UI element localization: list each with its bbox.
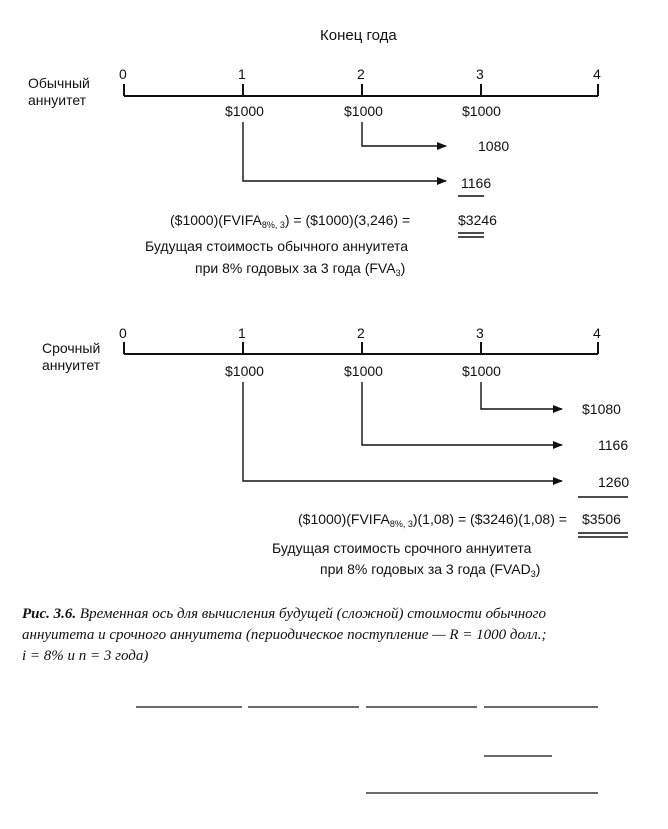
due-tick-label: 2 bbox=[357, 325, 365, 341]
figure-caption-line2: аннуитета и срочного аннуитета (периодич… bbox=[22, 627, 547, 643]
due-total: $3506 bbox=[582, 511, 621, 527]
ordinary-arrow-1 bbox=[242, 122, 447, 185]
ordinary-result: 1166 bbox=[461, 175, 492, 191]
ordinary-payment: $1000 bbox=[225, 103, 264, 119]
ordinary-tick-label: 1 bbox=[238, 66, 246, 82]
due-tick-label: 1 bbox=[238, 325, 246, 341]
due-payment: $1000 bbox=[225, 363, 264, 379]
ordinary-desc-line2: при 8% годовых за 3 года (FVA3) bbox=[195, 260, 406, 278]
ordinary-payment: $1000 bbox=[344, 103, 383, 119]
ordinary-tick-label: 2 bbox=[357, 66, 365, 82]
ordinary-total: $3246 bbox=[458, 212, 497, 228]
figure-caption-line1: Рис. 3.6. Временная ось для вычисления б… bbox=[22, 606, 547, 622]
due-arrow-2 bbox=[361, 382, 563, 449]
header-title: Конец года bbox=[320, 27, 397, 44]
due-label-line1: Срочный bbox=[42, 340, 101, 356]
ordinary-tick-label: 0 bbox=[119, 66, 127, 82]
ordinary-result: 1080 bbox=[478, 138, 510, 154]
ordinary-label-line2: аннуитет bbox=[28, 92, 87, 108]
due-formula: ($1000)(FVIFA8%, 3)(1,08) = ($3246)(1,08… bbox=[298, 511, 567, 529]
due-result: 1166 bbox=[598, 437, 629, 453]
due-arrow-1 bbox=[242, 382, 563, 485]
ordinary-label-line1: Обычный bbox=[28, 75, 90, 91]
due-payment: $1000 bbox=[344, 363, 383, 379]
ordinary-desc-line1: Будущая стоимость обычного аннуитета bbox=[145, 238, 409, 254]
due-label-line2: аннуитет bbox=[42, 357, 101, 373]
ordinary-formula: ($1000)(FVIFA8%, 3) = ($1000)(3,246) = bbox=[170, 212, 411, 230]
due-payment: $1000 bbox=[462, 363, 501, 379]
ordinary-tick-label: 4 bbox=[593, 66, 601, 82]
ordinary-arrow-2 bbox=[361, 122, 447, 150]
figure-caption-line3: i = 8% и n = 3 года) bbox=[22, 648, 149, 664]
due-tick-label: 4 bbox=[593, 325, 601, 341]
due-result: 1260 bbox=[598, 474, 630, 490]
due-tick-label: 0 bbox=[119, 325, 127, 341]
due-arrow-3 bbox=[480, 382, 563, 413]
due-result: $1080 bbox=[582, 401, 621, 417]
due-tick-label: 3 bbox=[476, 325, 484, 341]
ordinary-tick-label: 3 bbox=[476, 66, 484, 82]
due-desc-line2: при 8% годовых за 3 года (FVAD3) bbox=[320, 561, 541, 579]
ordinary-payment: $1000 bbox=[462, 103, 501, 119]
due-desc-line1: Будущая стоимость срочного аннуитета bbox=[272, 540, 532, 556]
figure-number: Рис. 3.6. bbox=[22, 606, 77, 622]
